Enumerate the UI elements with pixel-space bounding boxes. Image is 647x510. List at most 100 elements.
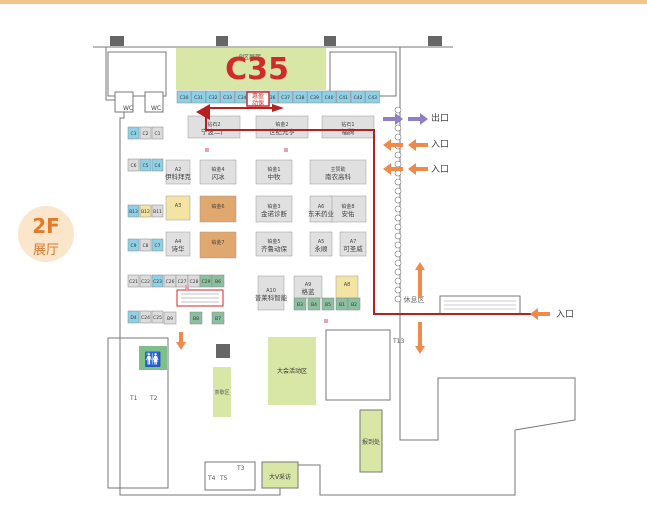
booth-a5[interactable] xyxy=(309,231,333,257)
booth-jj3[interactable] xyxy=(255,195,293,223)
booth-cell[interactable] xyxy=(139,158,152,172)
booth-cell[interactable] xyxy=(127,158,140,172)
booth-cell[interactable] xyxy=(321,297,335,311)
booth-code: D4 xyxy=(130,315,136,321)
highlight-booth-code: C35 xyxy=(225,52,289,87)
booth-jj5[interactable] xyxy=(255,231,293,257)
booth-code: B6 xyxy=(215,279,221,285)
booth-code: C23 xyxy=(153,279,162,285)
entrance-label: 入口 xyxy=(431,164,449,175)
vip-area xyxy=(261,461,299,489)
turnstile xyxy=(394,178,402,186)
booth-a2[interactable] xyxy=(165,159,191,185)
markers xyxy=(185,148,328,323)
wc-label: WC xyxy=(151,105,161,112)
booth-a6[interactable] xyxy=(309,195,333,223)
booth-code: C43 xyxy=(368,95,377,101)
booth-cell[interactable] xyxy=(278,90,293,104)
booth-cell[interactable] xyxy=(139,274,152,288)
booth-label: 钻石1 xyxy=(341,121,354,128)
booth-cell[interactable] xyxy=(151,274,164,288)
booth-jj7[interactable] xyxy=(199,231,237,259)
booth-label: A4 xyxy=(175,239,182,245)
route-line xyxy=(205,107,423,315)
booth-cell[interactable] xyxy=(127,238,140,252)
toilet-symbol: 🚻 xyxy=(144,351,161,368)
booth-jj4[interactable] xyxy=(199,159,237,185)
booth-jj8[interactable] xyxy=(329,195,367,223)
booth-cell[interactable] xyxy=(350,90,366,104)
booth-cell[interactable] xyxy=(139,204,152,218)
booth-label: A3 xyxy=(175,203,182,209)
booth-cell[interactable] xyxy=(321,90,337,104)
booth-a3[interactable] xyxy=(165,195,191,221)
booth-cell[interactable] xyxy=(127,204,140,218)
booth-cell[interactable] xyxy=(127,310,140,324)
booth-name: 世纪元亨 xyxy=(269,127,296,136)
booth-zzz[interactable] xyxy=(309,159,367,185)
booth-jj6[interactable] xyxy=(199,195,237,223)
booth-label: A5 xyxy=(318,239,325,245)
booth-label: 铂金8 xyxy=(341,203,354,210)
booth-cell[interactable] xyxy=(347,297,361,311)
booth-zs2[interactable] xyxy=(187,115,241,139)
floor-label: 展厅 xyxy=(32,243,59,258)
booth-code: B1 xyxy=(339,302,345,308)
booth-a7[interactable] xyxy=(339,231,367,257)
turnstile xyxy=(394,187,402,195)
pillar xyxy=(216,344,230,358)
booth-cell[interactable] xyxy=(211,311,225,325)
booth-cell[interactable] xyxy=(211,274,225,288)
booth-cell[interactable] xyxy=(127,126,140,140)
booth-cell[interactable] xyxy=(307,297,321,311)
booth-name: 普莱科智能 xyxy=(255,293,288,302)
booth-code: C29 xyxy=(202,279,211,285)
turnstile xyxy=(394,295,402,303)
booth-zs1[interactable] xyxy=(321,115,375,139)
booth-cell[interactable] xyxy=(139,310,152,324)
activity-area-label: 大会活动区 xyxy=(277,367,307,375)
booth-a10[interactable] xyxy=(257,275,285,311)
booth-cell[interactable] xyxy=(151,126,164,140)
booth-cell[interactable] xyxy=(292,90,308,104)
turnstile xyxy=(394,205,402,213)
booth-cell[interactable] xyxy=(151,204,164,218)
booth-label: 铂金7 xyxy=(211,239,224,246)
booth-cell[interactable] xyxy=(151,158,164,172)
booth-name: 东禾药业 xyxy=(308,209,335,218)
booth-cell[interactable] xyxy=(220,90,235,104)
booth-cell[interactable] xyxy=(127,274,140,288)
booth-cell[interactable] xyxy=(205,90,221,104)
entrance-arrow-right xyxy=(530,308,550,320)
break-area xyxy=(213,367,231,417)
booth-cell[interactable] xyxy=(307,90,322,104)
booth-cell[interactable] xyxy=(151,238,164,252)
booth-code: B7 xyxy=(215,316,221,322)
booth-cell[interactable] xyxy=(139,126,152,140)
booth-jj1[interactable] xyxy=(255,159,293,185)
lift-label: T13 xyxy=(392,338,404,345)
top-accent-line xyxy=(0,0,647,4)
turnstile xyxy=(394,241,402,249)
booth-cell[interactable] xyxy=(163,311,177,325)
booth-code: B8 xyxy=(193,316,199,322)
booth-cell[interactable] xyxy=(176,90,192,104)
booth-name: 南农高科 xyxy=(325,172,352,181)
booth-cell[interactable] xyxy=(293,297,307,311)
booth-cell[interactable] xyxy=(139,238,152,252)
booth-cell[interactable] xyxy=(191,90,206,104)
booth-cell[interactable] xyxy=(189,311,203,325)
entrance-arrow xyxy=(408,163,428,175)
booth-cell[interactable] xyxy=(336,90,351,104)
booth-code: C32 xyxy=(209,95,218,101)
activity-area xyxy=(268,337,316,405)
booth-jj2[interactable] xyxy=(255,115,309,139)
booth-cell[interactable] xyxy=(151,310,164,324)
booth-cell[interactable] xyxy=(365,90,380,104)
entrance-label: 入口 xyxy=(431,139,449,150)
booth-a4[interactable] xyxy=(165,231,191,257)
highlight-booth-box[interactable] xyxy=(246,91,270,107)
